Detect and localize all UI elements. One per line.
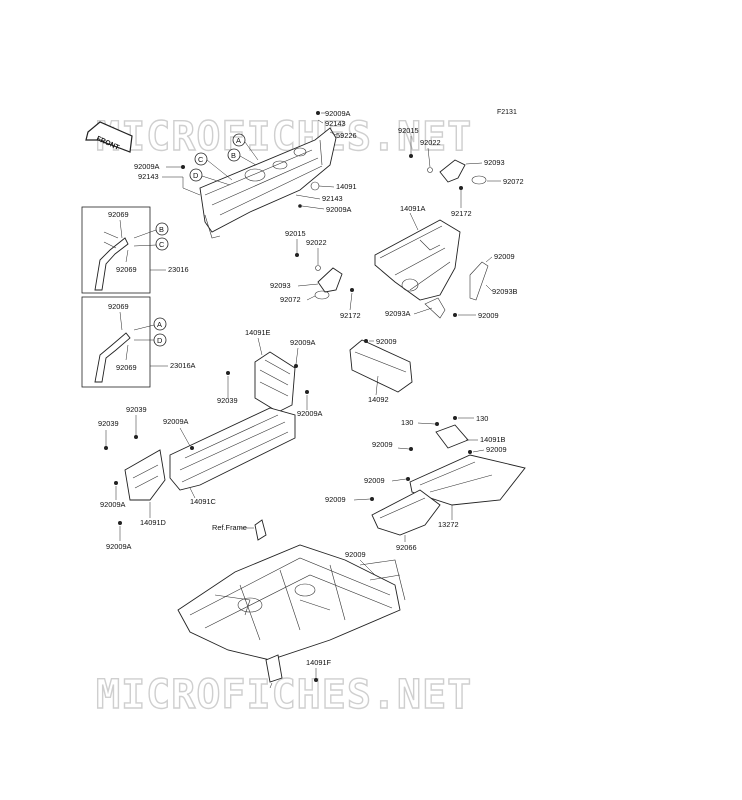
label-92009-4: 92009 [486,445,507,454]
label-92009-6: 92009 [364,476,385,485]
panel-14091c [169,407,296,491]
svg-text:B: B [159,225,164,234]
bracket-14091f [265,654,283,683]
callout-d-top: D [189,168,203,182]
label-92009-8: 14091F [306,658,332,667]
callout-c-left: C [155,237,169,251]
callout-a-top: A [232,133,246,147]
label-13272a: 13272 [438,520,459,529]
label-92039-1: 92039 [217,396,238,405]
label-92093a: 92093A [385,309,411,318]
floor-panel-13272 [371,489,441,536]
svg-text:D: D [193,171,198,180]
label-92143-1: 92143 [325,119,346,128]
label-92069-2: 92069 [116,265,137,274]
svg-text:A: A [157,320,162,329]
label-92069-1: 92069 [108,210,129,219]
label-92009-3: 92009 [376,337,397,346]
label-92072-2: 92072 [280,295,301,304]
label-14091a: 14091A [400,204,426,213]
dashboard-panel [199,127,337,239]
label-92009a-7: 92009A [100,500,126,509]
label-ref-frame: 92009 [345,550,366,559]
hose-box-23016 [81,206,151,294]
label-14091b: 14091B [480,435,506,444]
callout-d-left: D [153,333,167,347]
watermark-bottom: MICROFICHES.NET [96,672,472,718]
hose-box-23016a [81,296,151,388]
label-14091c: 14091C [190,497,217,506]
svg-text:C: C [198,155,204,164]
label-92172-1: 92172 [451,209,472,218]
label-92009-2: 92009 [478,311,499,320]
label-92009-5: 92009 [372,440,393,449]
label-92009-7: 92009 [325,495,346,504]
label-23016: 23016 [168,265,189,274]
label-92009a-2: 92009A [134,162,160,171]
bracket-14091b [435,424,469,449]
label-92009a-8: 92009A [106,542,132,551]
label-92143-2: 92143 [138,172,159,181]
label-14091d: 14091D [140,518,166,527]
label-59226: 59226 [336,131,357,140]
label-92009a-1: 92009A [325,109,351,118]
label-92072-1: 92072 [503,177,524,186]
label-92009a-6: 92009A [163,417,189,426]
label-92143-3: 92143 [322,194,343,203]
bracket-14091d [124,449,166,501]
callout-a-left: A [153,317,167,331]
panel-14092 [349,339,413,393]
label-13272: 92066 [396,543,417,552]
diagram-code: F2131 [497,109,517,116]
callout-c-top: C [194,152,208,166]
label-92069-3: 92069 [108,302,129,311]
label-92009a-3: 92009A [326,205,352,214]
label-14092: 14092 [368,395,389,404]
label-92066: Ref.Frame [212,523,247,532]
label-14091: 14091 [336,182,357,191]
label-92093-1: 92093 [484,158,505,167]
callout-b-left: B [155,222,169,236]
floor-panel-13272a [409,454,526,506]
svg-text:C: C [159,240,165,249]
callout-b-top: B [227,148,241,162]
inner-panel-14091a [374,219,461,301]
label-130-2: 130 [476,414,488,423]
svg-text:B: B [231,151,236,160]
label-92009-1: 92009 [494,252,515,261]
label-92015-1: 92015 [398,126,419,135]
label-92022-2: 92022 [306,238,327,247]
label-14091e: 14091E [245,328,271,337]
label-92009a-4: 92009A [290,338,316,347]
svg-text:A: A [236,136,241,145]
label-92015-2: 92015 [285,229,306,238]
label-92093b: 92093B [492,287,518,296]
label-130-1: 130 [401,418,413,427]
label-92039-3: 92039 [98,419,119,428]
label-92022-1: 92022 [420,138,441,147]
label-92172-2: 92172 [340,311,361,320]
bracket-14091e [254,351,296,413]
main-frame [177,519,406,661]
svg-text:D: D [157,336,162,345]
label-92069-4: 92069 [116,363,137,372]
label-92093-2: 92093 [270,281,291,290]
label-92039-2: 92039 [126,405,147,414]
label-92009a-5: 92009A [297,409,323,418]
label-23016a: 23016A [170,361,196,370]
